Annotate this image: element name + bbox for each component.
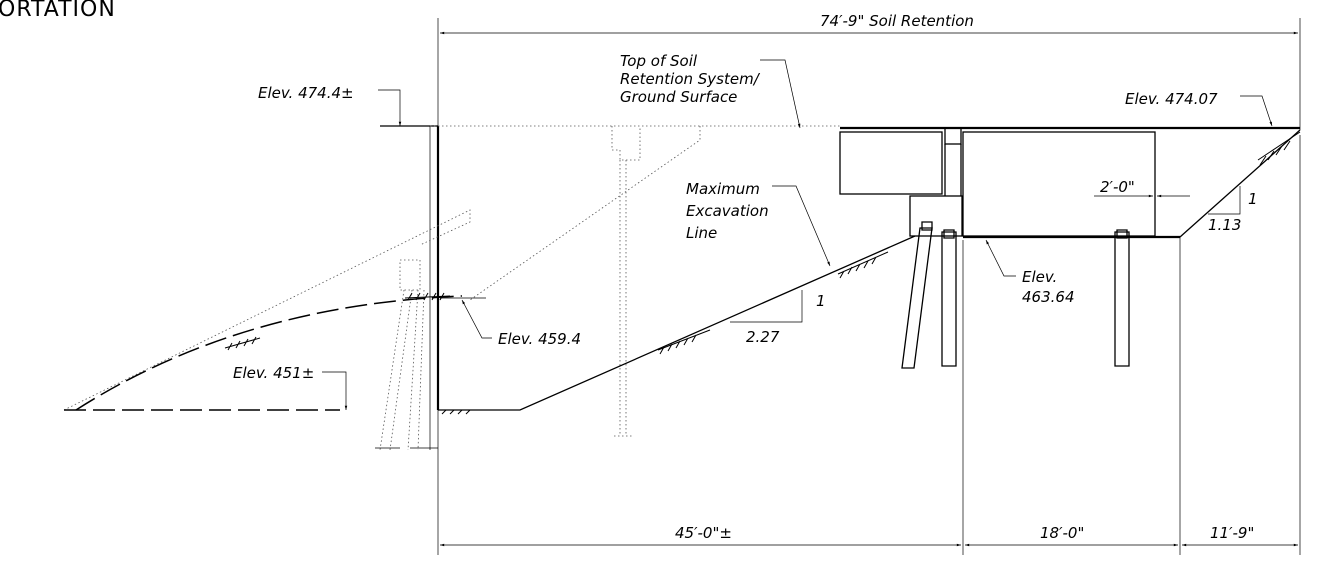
max-excavation-label-line3: Line — [686, 224, 717, 242]
elev-474-4-label: Elev. 474.4± — [258, 84, 354, 102]
soil-retention-wall — [380, 125, 440, 450]
elev-451-label: Elev. 451± — [233, 364, 314, 382]
elev-463-label-line1: Elev. — [1022, 268, 1057, 286]
soil-retention-length-label: 74′-9" Soil Retention — [820, 12, 974, 30]
mid-slope-rise-label: 1 — [816, 292, 826, 310]
top-dimension: 74′-9" Soil Retention — [437, 12, 1301, 410]
elev-474-07-label: Elev. 474.07 — [1125, 90, 1218, 108]
elev-463-label-line2: 463.64 — [1022, 288, 1075, 306]
annotations: Top of Soil Retention System/ Ground Sur… — [233, 52, 1273, 410]
elev-459-4-label: Elev. 459.4 — [498, 330, 581, 348]
dimension-11ft9-label: 11′-9" — [1210, 524, 1254, 542]
top-of-soil-label-line2: Retention System/ — [620, 70, 761, 88]
right-slope-run-label: 1.13 — [1208, 216, 1241, 234]
existing-ground-line — [64, 292, 463, 411]
dimension-45ft-label: 45′-0"± — [675, 524, 732, 542]
max-excavation-label-line1: Maximum — [686, 180, 760, 198]
mid-slope-run-label: 2.27 — [746, 328, 780, 346]
top-of-soil-label-line3: Ground Surface — [620, 88, 737, 106]
right-slope-rise-label: 1 — [1248, 190, 1258, 208]
existing-abutment-outline — [63, 125, 840, 451]
drawing-title: ORTATION — [0, 0, 116, 22]
max-excavation-label-line2: Excavation — [686, 202, 769, 220]
dimension-18ft-label: 18′-0" — [1040, 524, 1084, 542]
new-abutment — [839, 126, 1301, 369]
excavation-line — [438, 235, 916, 415]
bottom-dimensions: 45′-0"± 18′-0" 11′-9" — [437, 135, 1301, 555]
top-of-soil-label-line1: Top of Soil — [620, 52, 698, 70]
two-ft-label: 2′-0" — [1100, 178, 1135, 196]
